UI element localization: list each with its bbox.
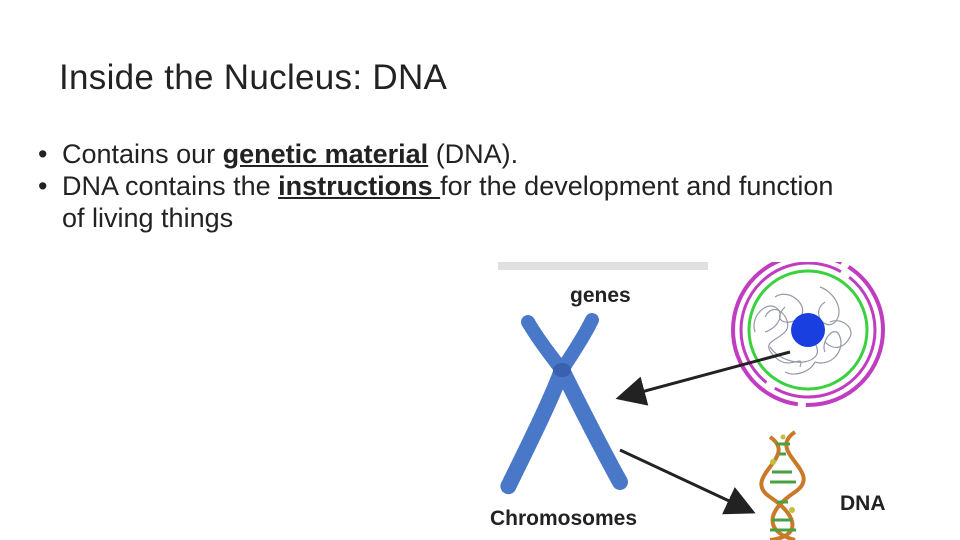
- chromosome-icon: [500, 313, 628, 495]
- slide-title: Inside the Nucleus: DNA: [59, 58, 448, 97]
- dna-illustration: genes Chromosomes DNA: [490, 262, 886, 540]
- cut-off-text-remnant: [498, 262, 708, 270]
- bullet-text: for the development and function of livi…: [62, 171, 834, 233]
- arrow-to-dna: [619, 448, 756, 515]
- bullet-item: DNA contains the instructions for the de…: [38, 170, 838, 234]
- bullet-text: DNA contains the: [62, 171, 279, 201]
- genes-label: genes: [570, 284, 631, 307]
- bullet-item: Contains our genetic material (DNA).: [38, 138, 838, 170]
- bullet-text: (DNA).: [428, 139, 519, 169]
- chromosomes-label: Chromosomes: [490, 507, 637, 530]
- arrow-to-chromosome: [615, 350, 791, 406]
- dna-helix-icon: [759, 430, 806, 540]
- nucleus-icon: [731, 262, 885, 407]
- bullet-text: Contains our: [62, 139, 223, 169]
- dna-label: DNA: [840, 492, 886, 515]
- bullet-emphasis: genetic material: [222, 139, 429, 169]
- bullet-list: Contains our genetic material (DNA). DNA…: [38, 138, 838, 234]
- bullet-emphasis: instructions: [278, 171, 441, 201]
